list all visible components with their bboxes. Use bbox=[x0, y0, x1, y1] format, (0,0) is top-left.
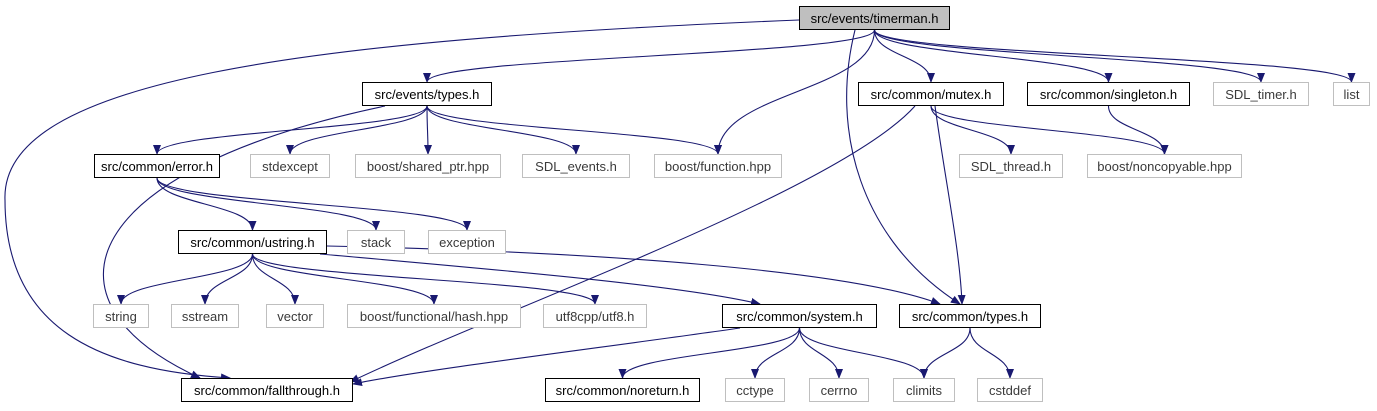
edge-error-to-exception bbox=[156, 177, 471, 231]
edge-mutex-to-sdl-thread bbox=[930, 105, 1015, 155]
node-fallthrough-h[interactable]: src/common/fallthrough.h bbox=[181, 378, 353, 402]
node-events-types-h[interactable]: src/events/types.h bbox=[362, 82, 492, 106]
edge-ustring-to-common-types bbox=[326, 245, 941, 305]
node-stack: stack bbox=[347, 230, 405, 254]
node-error-h[interactable]: src/common/error.h bbox=[94, 154, 220, 178]
edge-events-types-to-shared-ptr bbox=[423, 105, 432, 155]
node-singleton-h[interactable]: src/common/singleton.h bbox=[1027, 82, 1190, 106]
edge-ustring-to-hash bbox=[251, 253, 438, 305]
node-vector: vector bbox=[266, 304, 324, 328]
edge-events-types-to-error bbox=[153, 105, 428, 155]
edge-system-to-cctype bbox=[751, 327, 801, 379]
edge-events-types-to-sdl-events bbox=[426, 105, 580, 155]
edge-root-to-singleton bbox=[873, 29, 1113, 83]
edge-common-types-to-cstddef bbox=[969, 327, 1014, 379]
node-ustring-h[interactable]: src/common/ustring.h bbox=[178, 230, 327, 254]
node-stdexcept: stdexcept bbox=[250, 154, 330, 178]
node-climits: climits bbox=[893, 378, 955, 402]
edge-mutex-to-noncopyable bbox=[930, 105, 1169, 155]
node-noncopyable-hpp: boost/noncopyable.hpp bbox=[1087, 154, 1242, 178]
edge-ustring-to-vector bbox=[251, 253, 299, 305]
edge-error-to-ustring bbox=[156, 177, 257, 231]
edge-system-to-climits bbox=[798, 327, 928, 379]
node-functional-hash-hpp: boost/functional/hash.hpp bbox=[347, 304, 521, 328]
node-utf8-h: utf8cpp/utf8.h bbox=[543, 304, 647, 328]
node-system-h[interactable]: src/common/system.h bbox=[722, 304, 877, 328]
node-cctype: cctype bbox=[725, 378, 785, 402]
node-sstream: sstream bbox=[171, 304, 239, 328]
edge-ustring-to-string bbox=[117, 253, 254, 305]
edge-error-to-stack bbox=[156, 177, 380, 231]
node-list: list bbox=[1333, 82, 1370, 106]
node-string: string bbox=[93, 304, 149, 328]
node-common-types-h[interactable]: src/common/types.h bbox=[899, 304, 1041, 328]
node-function-hpp: boost/function.hpp bbox=[654, 154, 782, 178]
node-mutex-h[interactable]: src/common/mutex.h bbox=[858, 82, 1004, 106]
node-root-timerman-h[interactable]: src/events/timerman.h bbox=[799, 6, 950, 30]
node-shared-ptr-hpp: boost/shared_ptr.hpp bbox=[355, 154, 501, 178]
edge-root-to-mutex bbox=[873, 29, 935, 83]
node-cstddef: cstddef bbox=[977, 378, 1043, 402]
edge-ustring-to-system bbox=[319, 253, 761, 306]
edge-ustring-to-sstream bbox=[201, 253, 254, 305]
edge-root-to-list bbox=[873, 29, 1356, 83]
node-noreturn-h[interactable]: src/common/noreturn.h bbox=[545, 378, 700, 402]
node-exception: exception bbox=[428, 230, 506, 254]
edge-mutex-to-common-types bbox=[934, 105, 966, 305]
edge-root-to-common-types bbox=[846, 29, 961, 305]
edge-root-to-function bbox=[714, 29, 876, 155]
edge-ustring-to-utf8 bbox=[251, 253, 599, 305]
edge-system-to-noreturn bbox=[618, 327, 801, 379]
node-sdl-events-h: SDL_events.h bbox=[522, 154, 630, 178]
node-sdl-thread-h: SDL_thread.h bbox=[959, 154, 1063, 178]
edge-common-types-to-climits bbox=[920, 327, 971, 379]
node-sdl-timer-h: SDL_timer.h bbox=[1213, 82, 1309, 106]
edge-events-types-to-function bbox=[426, 105, 722, 155]
edge-events-types-to-stdexcept bbox=[286, 105, 428, 155]
edge-singleton-to-noncopyable bbox=[1107, 105, 1169, 155]
edge-system-to-cerrno bbox=[798, 327, 843, 379]
edge-root-to-events-types bbox=[423, 29, 876, 83]
edge-root-to-sdl-timer bbox=[873, 29, 1265, 83]
node-cerrno: cerrno bbox=[809, 378, 869, 402]
edge-system-to-fallthrough bbox=[352, 327, 741, 387]
